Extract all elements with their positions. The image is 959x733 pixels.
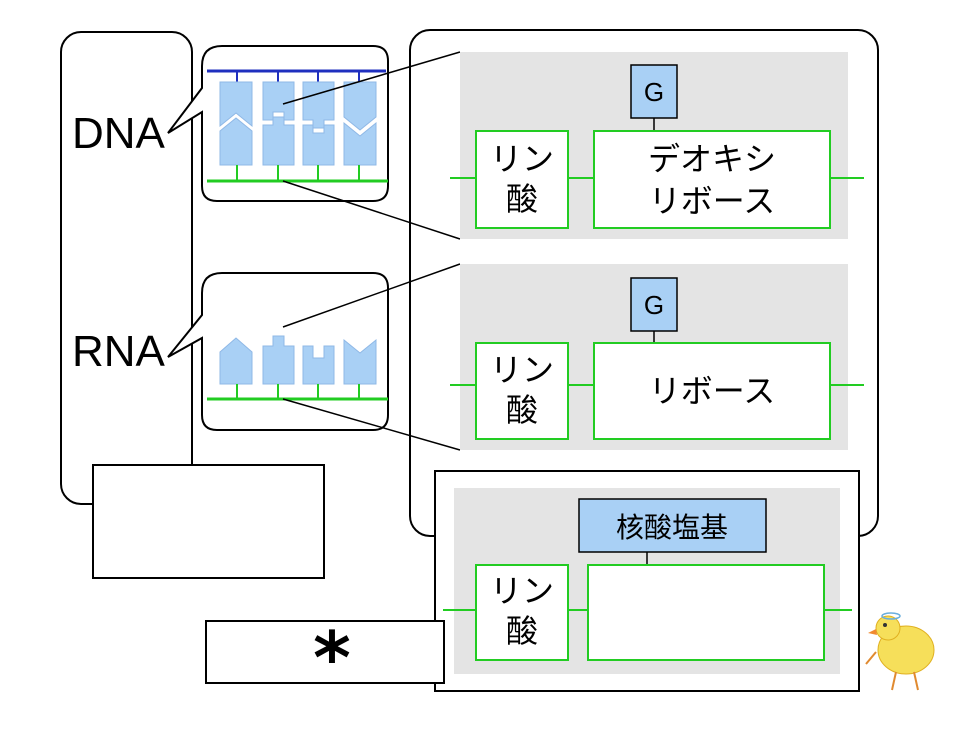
rna-label: RNA [72,327,166,376]
ribose-box [593,342,831,440]
nucleobase-box [578,498,767,553]
generic-phosphate-box [475,564,569,661]
deoxyribose-box [593,130,831,229]
deoxyribose-label: デオキシリボース [648,140,776,220]
rna-phosphate-label: リン酸 [490,351,554,429]
rna-bases [219,335,377,385]
dna-phosphate-box [475,130,569,229]
ribose-label: リボース [649,372,775,410]
zoom-lines [282,51,461,451]
rna-backbone-ticks [236,384,360,399]
answer-box-1[interactable] [92,464,325,579]
nucleic-acid-box [60,31,193,505]
dna-base-g-label: G [644,77,664,107]
chick-mascot-icon [865,612,935,691]
dna-bottom-ticks [236,165,360,181]
nucleobase-label: 核酸塩基 [616,511,728,544]
rna-phosphate-box [475,342,569,440]
answer-box-2[interactable] [205,620,445,684]
dna-top-strand-ticks [236,71,360,82]
rna-base-g-label: G [644,290,664,320]
generic-phosphate-label: リン酸 [490,572,554,650]
dna-label: DNA [72,109,166,158]
asterisk-mark: * [313,616,351,700]
dna-base-g-box [630,64,678,119]
sugar-answer-box[interactable] [587,564,825,661]
dna-base-pairs [219,81,377,166]
dna-phosphate-label: リン酸 [490,140,554,218]
rna-base-g-box [630,277,678,332]
